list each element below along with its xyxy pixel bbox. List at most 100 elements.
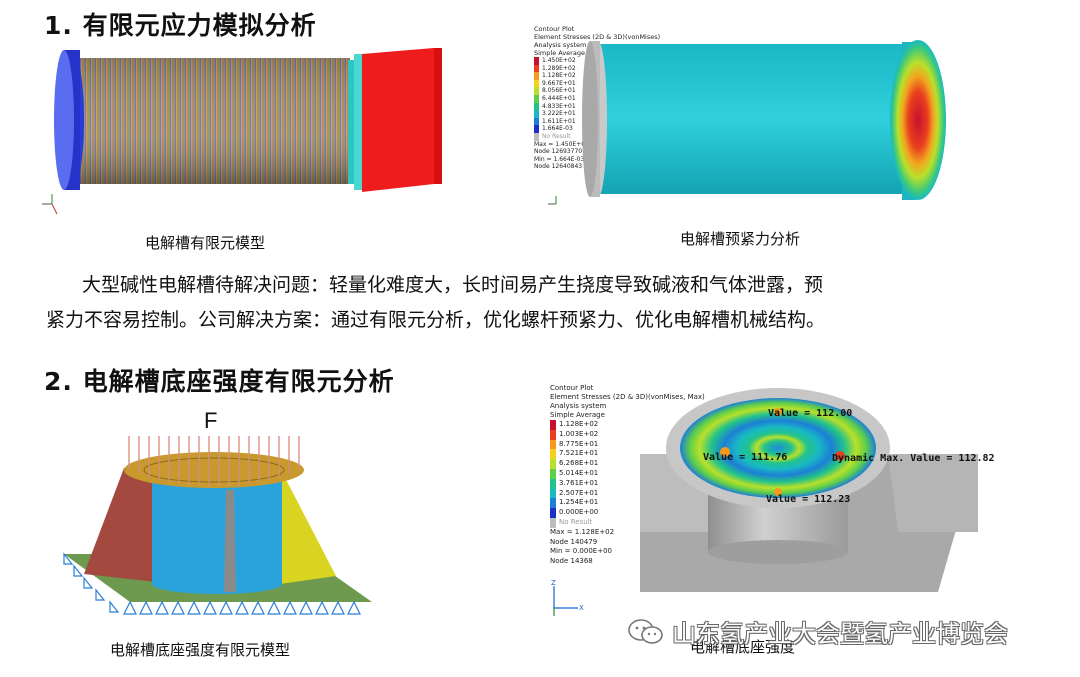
legend-color-swatch — [550, 478, 556, 489]
legend-color-swatch — [534, 94, 539, 103]
legend-level-value: 1.450E+02 — [542, 57, 576, 64]
legend-level-row: 3.761E+01 — [550, 478, 705, 489]
caption-base-strength: 电解槽底座强度 — [690, 638, 796, 656]
caption-fe-model: 电解槽有限元模型 — [145, 234, 266, 252]
legend-footer-line: Node 12693770 — [534, 148, 583, 156]
axis-x-label: X — [579, 604, 584, 612]
legend-no-result: No Result — [550, 517, 705, 528]
legend-header-line: Contour Plot — [534, 25, 575, 33]
watermark: 山东氢产业大会暨氢产业博览会 — [626, 614, 1008, 649]
callout-value-left: Value = 111.76 — [703, 452, 788, 463]
legend-level-row: 1.611E+01 — [534, 117, 660, 126]
legend-no-result: No Result — [534, 132, 660, 141]
legend-level-row: 6.444E+01 — [534, 94, 660, 103]
legend-level-value: 6.268E+01 — [559, 459, 599, 468]
legend-level-value: 3.761E+01 — [559, 478, 599, 487]
legend-level-value: 0.000E+00 — [559, 508, 599, 517]
contour-legend-1: Contour Plot Element Stresses (2D & 3D)(… — [534, 25, 660, 171]
legend-level-value: 1.254E+01 — [559, 498, 599, 507]
callout-value-bottom: Value = 112.23 — [766, 494, 851, 505]
legend-color-swatch — [534, 117, 539, 126]
legend-level-row: 1.128E+02 — [550, 420, 705, 430]
wechat-icon — [628, 618, 663, 644]
legend-footer-line: Node 14368 — [550, 557, 593, 566]
legend-header-line: Simple Average — [550, 411, 605, 419]
base-strength-contour-image — [640, 388, 978, 592]
legend-level-row: 4.833E+01 — [534, 102, 660, 111]
legend-level-row: 5.014E+01 — [550, 468, 705, 479]
legend-level-row: 7.521E+01 — [550, 449, 705, 460]
legend-level-row: 2.507E+01 — [550, 488, 705, 499]
watermark-text: 山东氢产业大会暨氢产业博览会 — [672, 620, 1008, 648]
legend-level-row: 1.128E+02 — [534, 72, 660, 80]
legend-color-swatch — [550, 468, 556, 479]
legend-color-swatch — [534, 110, 539, 118]
legend-level-value: 9.667E+01 — [542, 79, 576, 87]
legend-color-swatch — [550, 439, 556, 450]
axis-triad-icon — [42, 194, 58, 215]
paragraph-line-1: 大型碱性电解槽待解决问题：轻量化难度大，长时间易产生挠度导致碱液和气体泄露，预 — [82, 274, 824, 296]
electrolyzer-fe-model-image — [42, 48, 442, 215]
legend-level-value: 8.056E+01 — [542, 87, 576, 95]
legend-color-swatch — [550, 498, 556, 509]
legend-level-value: 1.128E+02 — [559, 420, 599, 428]
legend-level-row: 9.667E+01 — [534, 79, 660, 88]
legend-header-line: Element Stresses (2D & 3D)(vonMises) — [534, 33, 661, 41]
axis-z-label: Z — [551, 579, 556, 587]
legend-level-value: 1.128E+02 — [542, 72, 576, 80]
legend-color-swatch — [550, 429, 556, 440]
legend-header-line: Analysis system — [550, 402, 607, 410]
legend-level-row: 0.000E+00 — [550, 508, 705, 518]
legend-level-value: 1.611E+01 — [542, 117, 576, 125]
legend-color-swatch — [550, 508, 556, 518]
legend-level-value: 5.014E+01 — [559, 468, 599, 477]
legend-color-swatch — [534, 125, 539, 133]
base-fe-model-image — [63, 436, 372, 615]
legend-color-swatch — [534, 102, 539, 111]
legend-level-value: 1.664E-03 — [542, 125, 573, 133]
caption-base-model: 电解槽底座强度有限元模型 — [110, 641, 291, 659]
legend-footer-line: Max = 1.128E+02 — [550, 527, 615, 536]
legend-level-value: 6.444E+01 — [542, 94, 576, 102]
legend-level-value: 2.507E+01 — [559, 488, 599, 497]
legend-level-value: 4.833E+01 — [542, 102, 576, 110]
legend-level-value: 3.222E+01 — [542, 110, 576, 118]
legend-level-row: 1.254E+01 — [550, 498, 705, 509]
legend-level-row: 1.289E+02 — [534, 64, 660, 73]
legend-header-line: Contour Plot — [550, 384, 594, 392]
legend-footer-line: Max = 1.450E+02 — [534, 140, 589, 148]
legend-level-row: 3.222E+01 — [534, 110, 660, 118]
legend-color-swatch — [534, 79, 539, 88]
legend-level-value: 1.289E+02 — [542, 64, 576, 72]
callout-value-top: Value = 112.00 — [768, 408, 853, 419]
pretension-analysis-panel: Contour Plot Element Stresses (2D & 3D)(… — [532, 24, 946, 214]
legend-level-value: 7.521E+01 — [559, 449, 599, 458]
legend-header-line: Simple Average — [534, 49, 585, 57]
caption-pretension: 电解槽预紧力分析 — [680, 230, 801, 248]
legend-header-line: Analysis system — [534, 41, 587, 49]
legend-footer-line: Node 140479 — [550, 537, 598, 546]
legend-color-swatch — [534, 64, 539, 73]
contour-legend-2: Contour Plot Element Stresses (2D & 3D)(… — [550, 384, 705, 567]
legend-color-swatch — [550, 449, 556, 460]
legend-color-swatch — [550, 420, 556, 430]
force-label: F — [204, 408, 218, 433]
base-strength-panel: Value = 112.00 Value = 111.76 Dynamic Ma… — [548, 382, 1008, 622]
legend-footer-line: Min = 0.000E+00 — [550, 547, 612, 556]
legend-level-row: 1.003E+02 — [550, 429, 705, 440]
legend-level-row: 6.268E+01 — [550, 459, 705, 469]
section-1-heading: 1. 有限元应力模拟分析 — [44, 11, 317, 40]
legend-level-value: 1.003E+02 — [559, 429, 599, 438]
legend-level-row: 1.450E+02 — [534, 57, 660, 65]
legend-level-row: 1.664E-03 — [534, 125, 660, 133]
legend-color-swatch — [534, 72, 539, 80]
legend-header-line: Element Stresses (2D & 3D)(vonMises, Max… — [550, 393, 705, 401]
legend-footer-line: Min = 1.664E-03 — [534, 155, 585, 163]
callout-value-right: Dynamic Max. Value = 112.82 — [832, 453, 995, 464]
legend-color-swatch — [534, 87, 539, 95]
section-2-heading: 2. 电解槽底座强度有限元分析 — [44, 367, 395, 396]
axis-triad-icon: Z X — [551, 579, 584, 616]
legend-level-value: 8.775E+01 — [559, 439, 599, 448]
legend-level-row: 8.775E+01 — [550, 439, 705, 450]
legend-footer-line: Node 12640843 — [534, 163, 583, 171]
